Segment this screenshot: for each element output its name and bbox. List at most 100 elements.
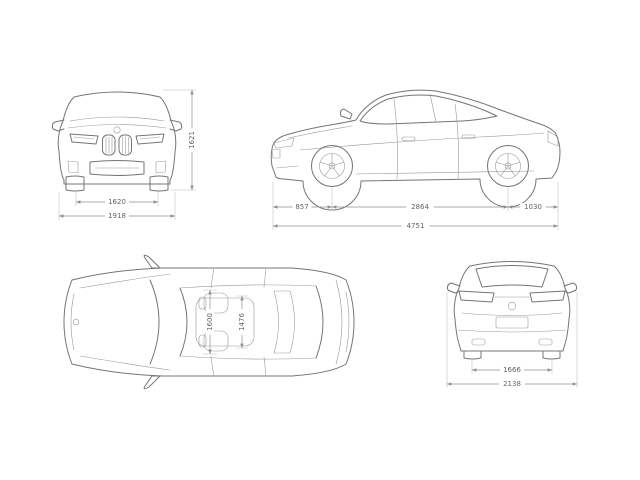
rear-tire-right — [542, 350, 561, 360]
top-body-outline — [63, 267, 355, 377]
top-front-seat-left — [203, 292, 229, 314]
top-front-seat-right — [203, 330, 229, 352]
rear-dim-track: 1666 — [471, 360, 553, 374]
front-tire-right — [149, 175, 169, 192]
front-hood-crease-line — [67, 124, 167, 129]
front-dim-track-label-bg — [105, 198, 129, 206]
front-kidney-grille-left — [102, 134, 116, 156]
side-dim-front-overhang-label-bg — [292, 203, 312, 211]
wheelbase-dimension-label: 2864 — [411, 203, 429, 211]
overall-length-dimension-label: 4751 — [407, 222, 425, 230]
side-dim-wheelbase: 2864 — [332, 203, 508, 211]
front-bmw-roundel — [113, 126, 121, 134]
side-rear-wheel — [487, 145, 529, 187]
front-windshield-base-line — [69, 116, 165, 122]
rear-taillight-left — [458, 290, 495, 303]
front-headlight-left-detail — [73, 136, 95, 140]
side-dim-rear-overhang-label-bg — [520, 203, 546, 211]
rear-body-outline — [453, 261, 571, 352]
rear-license-plate — [495, 316, 529, 329]
top-windshield-header — [179, 287, 188, 357]
front-mirror-right — [169, 119, 183, 132]
front-side-scoop-left — [67, 160, 79, 174]
side-dim-wheelbase-label-bg — [406, 203, 434, 211]
rear-bumper-line — [457, 329, 567, 333]
interior-width-front-dimension-label: 1600 — [206, 313, 214, 331]
rear-bmw-roundel — [507, 301, 517, 311]
top-view: 1600 1476 — [63, 254, 355, 390]
top-headrest-right — [198, 334, 207, 348]
side-front-spokes — [319, 153, 345, 177]
front-view: 1620 1918 1621 — [51, 89, 196, 220]
front-height-dimension-label: 1621 — [188, 131, 196, 149]
rear-tailgate-seam — [461, 312, 563, 316]
rear-tire-left — [463, 350, 482, 360]
front-headlight-right — [135, 133, 165, 145]
top-rear-bench — [273, 290, 295, 354]
side-b-pillar — [429, 93, 437, 123]
rear-dim-width: 2138 — [446, 292, 578, 388]
rear-dim-width-extension-lines — [446, 292, 578, 388]
side-door-seams — [393, 98, 459, 180]
side-dim-overall-length: 4751 — [273, 222, 558, 230]
front-headlight-right-detail — [139, 136, 161, 140]
top-roof-rails — [179, 284, 317, 360]
top-tailgate-edge — [335, 279, 343, 365]
front-tire-left — [65, 175, 85, 192]
front-grille-slats — [105, 136, 129, 154]
top-door-seams — [210, 267, 267, 377]
side-front-wheel — [311, 145, 353, 187]
side-front-apron-line — [275, 165, 299, 169]
side-front-tire — [311, 145, 353, 187]
top-rear-window-edge — [315, 285, 324, 359]
front-dim-width-label-bg — [105, 212, 129, 220]
side-rear-tire — [487, 145, 529, 187]
front-dim-track: 1620 — [75, 192, 159, 206]
front-dim-width: 1918 — [58, 192, 176, 220]
side-glasshouse — [359, 94, 498, 125]
top-windshield-cowl — [149, 279, 160, 365]
front-side-scoop-right — [155, 160, 167, 174]
side-hood-line — [287, 125, 353, 139]
top-headrest-left — [198, 296, 207, 310]
top-sunroof — [195, 297, 255, 347]
rear-exhaust-right — [538, 338, 553, 346]
side-grille — [271, 148, 281, 159]
rear-exhaust-left — [471, 338, 486, 346]
top-bmw-roundel — [72, 318, 80, 326]
rear-mirror-left — [446, 282, 461, 294]
rear-width-dimension-label: 2138 — [503, 380, 521, 388]
top-mirror-left — [143, 254, 161, 269]
side-rocker-line — [355, 170, 535, 175]
front-lower-intake — [89, 160, 145, 176]
side-view: 857 2864 1030 4751 — [270, 89, 561, 230]
side-headlight — [273, 137, 295, 149]
top-mirror-right — [143, 375, 161, 390]
side-taillight — [547, 130, 559, 147]
top-hood-contour-lines — [79, 273, 171, 371]
top-front-bumper-line — [70, 293, 75, 351]
interior-width-rear-dimension-label: 1476 — [238, 313, 246, 331]
rear-dim-width-label-bg — [499, 380, 525, 388]
top-rear-spoiler-lip — [345, 291, 350, 353]
side-door-handle-front — [401, 136, 416, 141]
rear-taillight-right — [529, 290, 566, 303]
rear-dim-track-label-bg — [500, 366, 524, 374]
top-dim-rear-label-bg — [238, 309, 246, 335]
top-dim-front-label-bg — [206, 309, 214, 335]
rear-view: 1666 2138 — [446, 261, 578, 388]
side-character-line — [299, 132, 545, 151]
side-mirror — [339, 108, 353, 120]
front-overhang-dimension-label: 857 — [295, 203, 308, 211]
side-door-handle-rear — [461, 134, 476, 139]
front-dim-height: 1621 — [163, 89, 196, 191]
front-dim-height-label-bg — [188, 128, 196, 152]
side-dim-overall-length-label-bg — [401, 222, 430, 230]
rear-window — [475, 265, 549, 288]
rear-track-dimension-label: 1666 — [503, 366, 521, 374]
front-body-outline — [57, 91, 177, 185]
front-headlight-left — [69, 133, 99, 145]
front-track-dimension-label: 1620 — [108, 198, 126, 206]
side-dim-rear-overhang: 1030 — [507, 203, 558, 211]
